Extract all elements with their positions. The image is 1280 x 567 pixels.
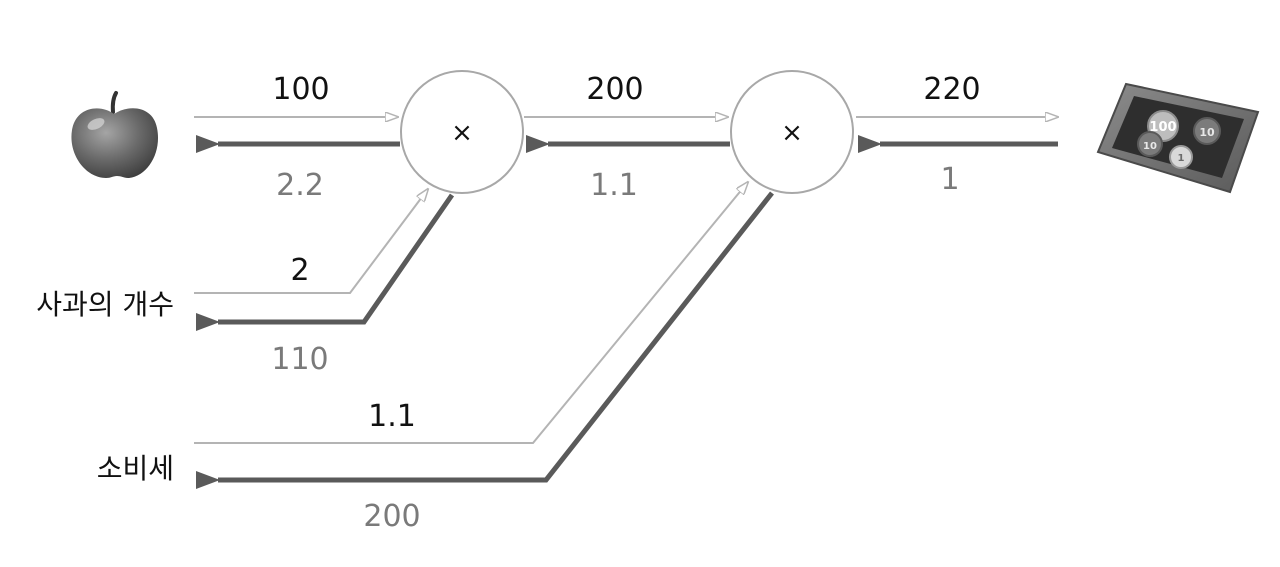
bwd-mul1-out: 1.1 (590, 168, 638, 203)
edge-fwd-apple-count (194, 189, 428, 294)
fwd-tax: 1.1 (368, 399, 416, 434)
node-mul2: × (730, 70, 854, 194)
coin-10-a-label: 10 (1199, 126, 1215, 139)
label-tax: 소비세 (97, 452, 174, 485)
coin-1 (1169, 145, 1193, 169)
coin-10-a (1193, 117, 1221, 145)
fwd-apple-count: 2 (290, 253, 309, 288)
node-mul1: × (400, 70, 524, 194)
bwd-apple-count: 110 (271, 342, 328, 377)
edge-fwd-tax (194, 182, 748, 444)
coin-10-b-label: 10 (1143, 141, 1157, 152)
node-mul2-circle (730, 70, 854, 194)
apple-stem (110, 91, 118, 114)
apple-highlight (87, 118, 105, 130)
bwd-tax: 200 (363, 499, 420, 534)
fwd-mul1-out: 200 (586, 72, 643, 107)
node-mul2-symbol: × (781, 118, 803, 148)
tray-inner (1112, 96, 1244, 178)
bwd-apple-price: 2.2 (276, 168, 324, 203)
edge-bwd-tax (196, 191, 774, 489)
coin-1-label: 1 (1178, 153, 1185, 164)
backward-edges (196, 135, 1058, 489)
apple-body (71, 108, 159, 178)
fwd-apple-price: 100 (272, 72, 329, 107)
node-mul1-symbol: × (451, 118, 473, 148)
forward-edges (194, 117, 1058, 444)
coin-tray-icon: 100 10 10 1 (1096, 82, 1260, 194)
bwd-mul2-out: 1 (940, 162, 959, 197)
node-mul1-circle (400, 70, 524, 194)
coin-100-label: 100 (1149, 120, 1176, 135)
edge-bwd-apple-count (196, 193, 455, 331)
coin-10-b (1137, 131, 1163, 157)
label-apple-count: 사과의 개수 (36, 288, 174, 321)
fwd-mul2-out: 220 (923, 72, 980, 107)
apple-icon (71, 91, 159, 178)
